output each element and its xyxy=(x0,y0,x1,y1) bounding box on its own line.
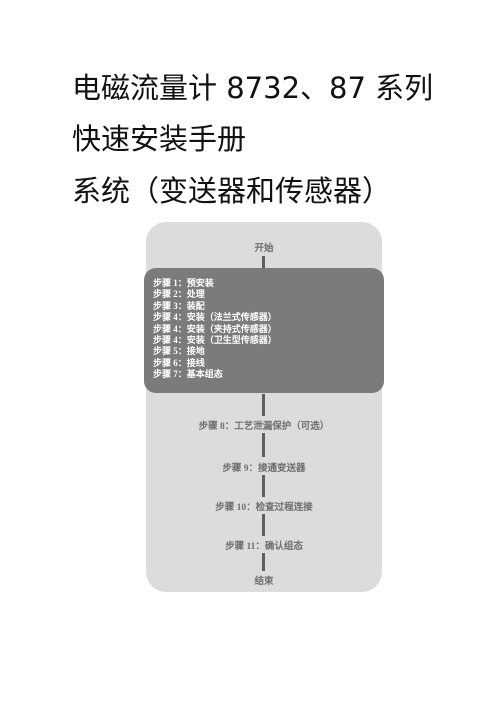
connector-line xyxy=(262,433,265,457)
connector-line xyxy=(262,256,265,270)
step-item: 步骤 4：安装（法兰式传感器） xyxy=(153,312,277,323)
flow-step-9: 步骤 9：接通变送器 xyxy=(222,464,306,474)
flow-step-10: 步骤 10：检查过程连接 xyxy=(215,503,313,513)
connector-line xyxy=(262,553,265,571)
step-item: 步骤 7：基本组态 xyxy=(153,369,223,380)
step-item: 步骤 5：接地 xyxy=(153,346,205,357)
step-item: 步骤 6：接线 xyxy=(153,357,205,368)
step-item: 步骤 3：装配 xyxy=(153,300,205,311)
step-item: 步骤 2：处理 xyxy=(153,289,205,300)
step-item: 步骤 4：安装（夹持式传感器） xyxy=(153,323,277,334)
steps-1-7-box: 步骤 1：预安装 步骤 2：处理 步骤 3：装配 步骤 4：安装（法兰式传感器）… xyxy=(144,268,384,393)
connector-line xyxy=(262,394,265,416)
steps-list: 步骤 1：预安装 步骤 2：处理 步骤 3：装配 步骤 4：安装（法兰式传感器）… xyxy=(153,278,277,381)
step-item: 步骤 1：预安装 xyxy=(153,278,214,288)
connector-line xyxy=(262,475,265,497)
connector-line xyxy=(262,514,265,536)
title-line-1: 电磁流量计 8732、87 系列 xyxy=(72,71,434,105)
title-line-2: 快速安装手册 xyxy=(72,122,247,156)
step-item: 步骤 4：安装（卫生型传感器） xyxy=(153,335,277,346)
flow-start: 开始 xyxy=(254,244,274,254)
title-line-3: 系统（变送器和传感器） xyxy=(72,174,392,208)
flow-step-8: 步骤 8：工艺泄漏保护（可选） xyxy=(198,422,330,432)
flow-step-11: 步骤 11：确认组态 xyxy=(225,542,303,552)
flow-end: 结束 xyxy=(254,577,274,587)
